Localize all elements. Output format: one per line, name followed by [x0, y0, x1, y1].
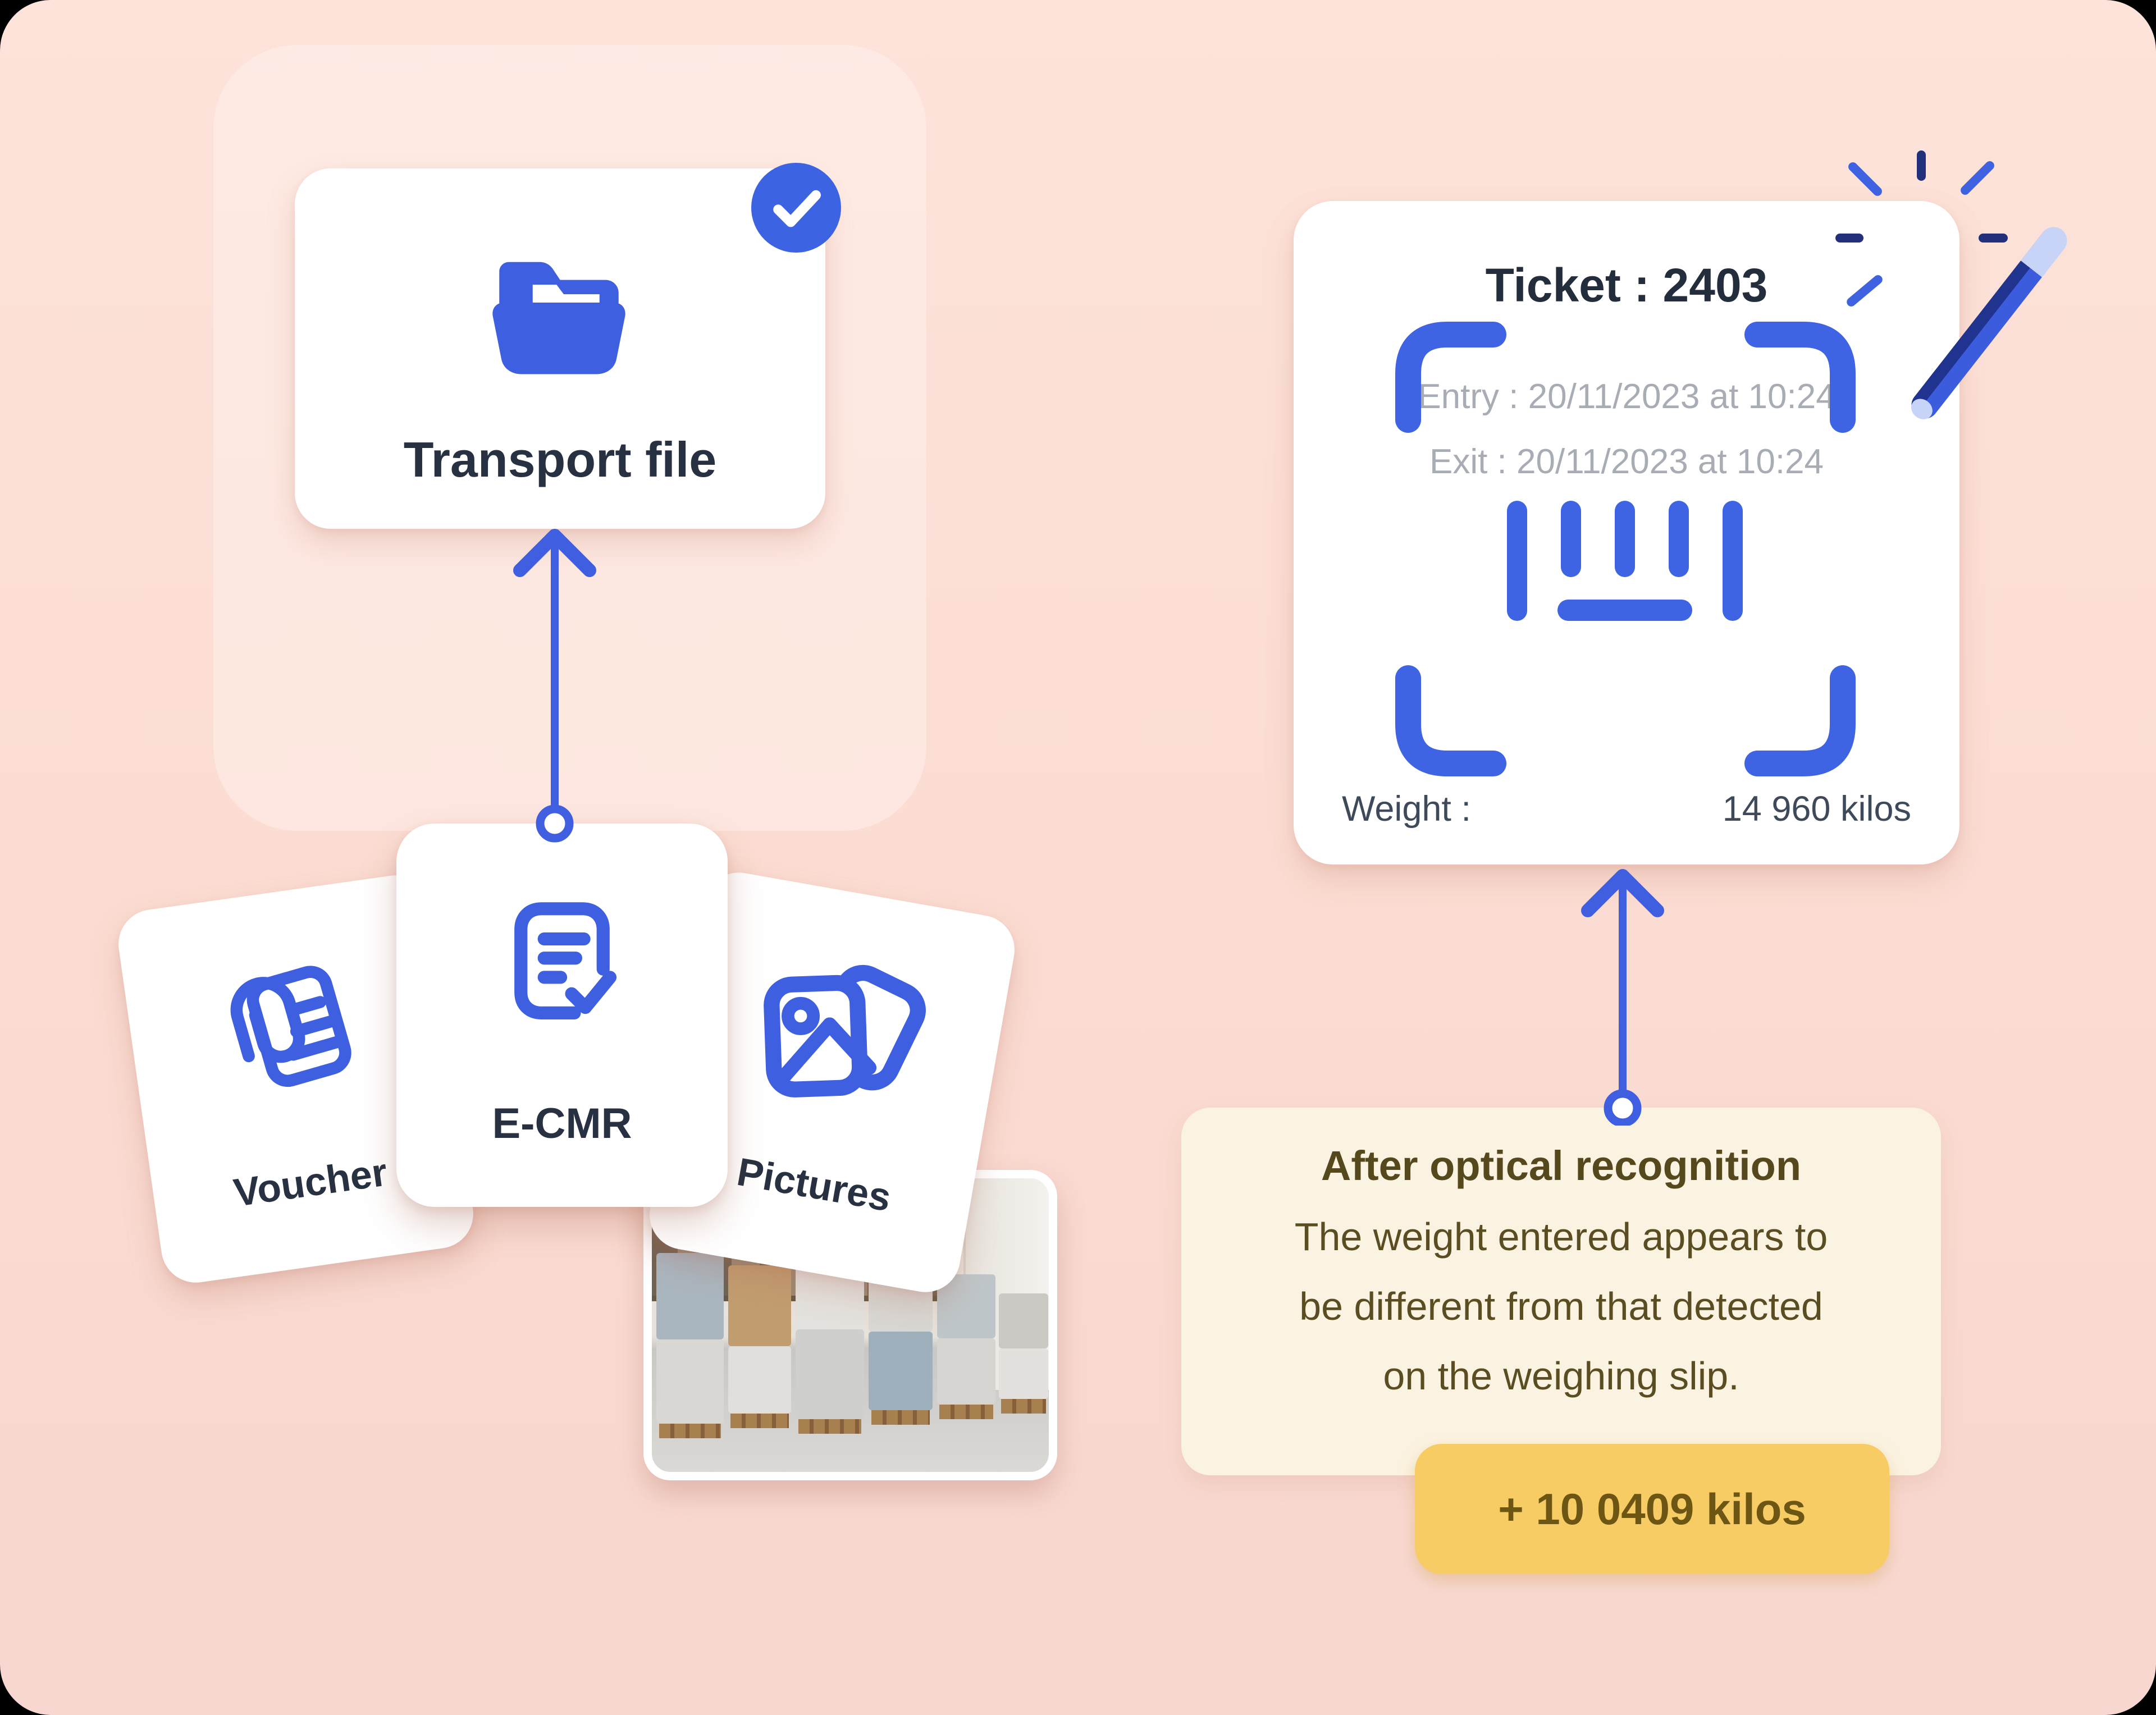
- note-title: After optical recognition: [1321, 1142, 1802, 1189]
- weight-label: Weight :: [1342, 789, 1471, 829]
- weight-difference-badge: + 10 0409 kilos: [1415, 1444, 1889, 1574]
- ticket-title: Ticket : 2403: [1485, 259, 1768, 312]
- note-body-line: The weight entered appears to: [1294, 1215, 1828, 1259]
- note-body: The weight entered appears to be differe…: [1218, 1202, 1904, 1411]
- note-body-line: on the weighing slip.: [1383, 1354, 1739, 1398]
- optical-recognition-note: After optical recognition The weight ent…: [1181, 1108, 1941, 1475]
- ticket-entry-line: Entry : 20/11/2023 at 10:24: [1418, 377, 1835, 416]
- ecmr-label: E-CMR: [492, 1100, 632, 1147]
- sparkle-icon: [1958, 159, 1997, 197]
- voucher-card: Voucher: [114, 871, 478, 1287]
- check-icon: [751, 163, 841, 253]
- sparkle-icon: [1979, 234, 2008, 243]
- photos-stack-icon: [730, 927, 951, 1143]
- sparkle-icon: [1917, 150, 1926, 181]
- scan-frame-icon: [1392, 319, 1858, 782]
- sparkle-icon: [1846, 160, 1884, 198]
- note-body-line: be different from that detected: [1299, 1284, 1823, 1328]
- arrow-up-icon: [1575, 865, 1670, 1128]
- weight-value: 14 960 kilos: [1722, 789, 1911, 829]
- document-check-icon: [503, 895, 621, 1032]
- pictures-card: Pictures: [644, 867, 1020, 1298]
- paperclip-note-icon: [213, 954, 365, 1106]
- weight-row: Weight : 14 960 kilos: [1342, 788, 1911, 830]
- arrow-up-icon: [507, 523, 602, 849]
- transport-file-card: Transport file: [295, 168, 825, 529]
- ticket-card: Ticket : 2403 Entry : 20/11/2023 at 10:2…: [1294, 201, 1959, 865]
- ticket-exit-line: Exit : 20/11/2023 at 10:24: [1429, 442, 1824, 481]
- sparkle-icon: [1835, 234, 1863, 243]
- open-folder-icon: [487, 248, 631, 386]
- barcode-icon: [1499, 493, 1752, 636]
- transport-file-label: Transport file: [403, 432, 717, 487]
- ecmr-card: E-CMR: [396, 824, 728, 1207]
